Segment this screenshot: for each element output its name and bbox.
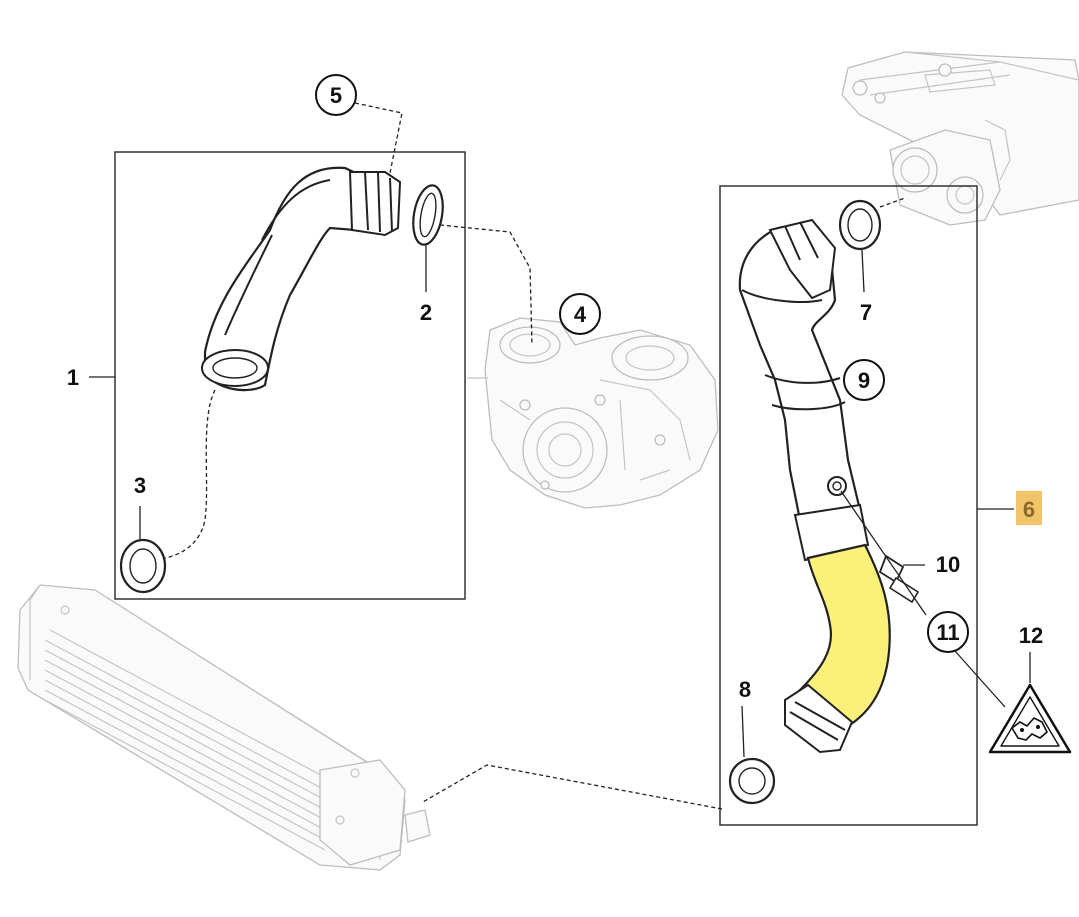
callout-4[interactable]: 4 <box>559 293 601 335</box>
seal-ring-3[interactable] <box>119 538 167 594</box>
callout-1[interactable]: 1 <box>67 365 79 390</box>
callout-8[interactable]: 8 <box>739 677 751 702</box>
callout-6-selected[interactable]: 6 <box>1016 491 1042 525</box>
seal-ring-2[interactable] <box>409 183 447 247</box>
group-6-frame <box>719 185 978 826</box>
svg-text:9: 9 <box>858 368 870 393</box>
callout-10[interactable]: 10 <box>936 552 960 577</box>
callout-9[interactable]: 9 <box>843 359 885 401</box>
callout-11[interactable]: 11 <box>927 611 969 653</box>
seal-ring-8[interactable] <box>728 757 776 805</box>
turbocharger-background <box>467 317 719 509</box>
svg-text:5: 5 <box>330 83 342 108</box>
svg-text:4: 4 <box>574 302 587 327</box>
leader-lines <box>89 102 1031 810</box>
callout-12[interactable]: 12 <box>1019 623 1043 648</box>
svg-text:11: 11 <box>936 620 959 645</box>
callout-7[interactable]: 7 <box>860 300 872 325</box>
callout-2[interactable]: 2 <box>420 300 432 325</box>
charge-air-hose-upper[interactable] <box>201 166 402 392</box>
assembly-tool-warning-icon[interactable] <box>988 683 1072 754</box>
selected-label-highlight <box>1016 491 1042 525</box>
callout-5[interactable]: 5 <box>315 74 357 116</box>
charge-air-hose-lower[interactable] <box>738 218 891 754</box>
group-1-frame <box>114 151 466 600</box>
sensor-bolt-10[interactable] <box>827 476 920 604</box>
svg-text:6: 6 <box>1023 497 1035 522</box>
callout-3[interactable]: 3 <box>134 473 146 498</box>
engine-cover-background <box>841 51 1079 226</box>
intercooler-background <box>17 584 431 871</box>
seal-ring-7[interactable] <box>838 199 882 251</box>
